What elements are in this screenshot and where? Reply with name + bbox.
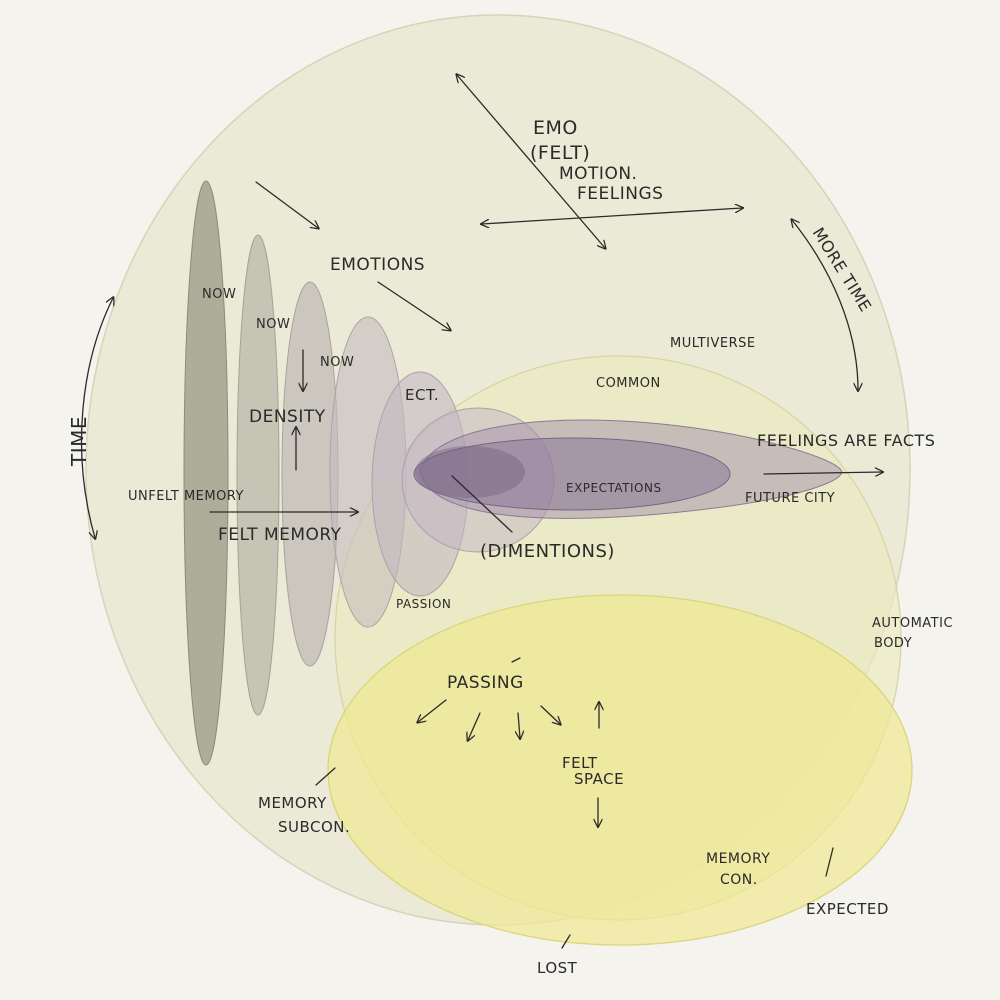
passing-arrow-2 xyxy=(468,712,481,740)
label-now-1: NOW xyxy=(202,287,236,302)
feelings-facts-arrow xyxy=(763,472,882,474)
label-now-2: NOW xyxy=(256,317,290,332)
label-body: BODY xyxy=(874,636,912,651)
yellow-sphere xyxy=(327,594,913,946)
label-emo: EMO xyxy=(533,117,578,139)
label-expected: EXPECTED xyxy=(806,900,889,918)
label-felt-memory: FELT MEMORY xyxy=(218,525,342,545)
more-time-arrow xyxy=(792,220,858,390)
expected-tick xyxy=(825,847,834,877)
memory-subcon-tick xyxy=(315,767,336,786)
label-automatic: AUTOMATIC xyxy=(872,616,953,631)
label-passing: PASSING xyxy=(447,673,524,693)
label-passion: PASSION xyxy=(396,597,451,611)
label-memory-subcon-2: SUBCON. xyxy=(278,818,350,836)
label-memory-subcon-1: MEMORY xyxy=(258,794,327,812)
emotions-arrow-bottom xyxy=(377,281,450,330)
feelings-arrow-horizontal xyxy=(482,208,742,224)
label-common: COMMON xyxy=(596,376,661,391)
time-slice-1 xyxy=(183,180,229,766)
label-memory-con-2: CON. xyxy=(720,872,758,888)
label-now-3: NOW xyxy=(320,355,354,370)
dimentions-pointer xyxy=(451,475,513,533)
passing-arrow-4 xyxy=(540,705,560,724)
passing-tick xyxy=(511,657,521,663)
lost-tick xyxy=(561,934,571,949)
label-dimentions: (DIMENTIONS) xyxy=(480,541,615,562)
passing-arrow-3 xyxy=(518,712,520,738)
time-arrow xyxy=(80,298,113,538)
expectations-core-dark xyxy=(415,446,525,498)
expectations-core xyxy=(413,437,731,511)
label-unfelt-memory: UNFELT MEMORY xyxy=(128,489,244,504)
label-multiverse: MULTIVERSE xyxy=(670,336,756,351)
label-time: TIME xyxy=(67,416,91,467)
label-lost: LOST xyxy=(537,959,578,977)
label-emotions: EMOTIONS xyxy=(330,255,425,275)
emotions-arrow-top xyxy=(255,181,318,228)
label-motion: MOTION. xyxy=(559,164,637,184)
label-future-city: FUTURE CITY xyxy=(745,491,835,506)
label-space: SPACE xyxy=(574,770,624,788)
label-felt-paren: (FELT) xyxy=(530,142,590,164)
label-expectations: EXPECTATIONS xyxy=(566,481,662,495)
label-feelings: FEELINGS xyxy=(577,184,663,204)
label-feelings-are-facts: FEELINGS ARE FACTS xyxy=(757,431,935,450)
label-memory-con-1: MEMORY xyxy=(706,851,770,867)
label-density: DENSITY xyxy=(249,407,326,427)
time-slice-2 xyxy=(236,234,280,716)
label-felt: FELT xyxy=(562,754,598,772)
label-ect: ECT. xyxy=(405,386,439,404)
passing-arrow-1 xyxy=(418,699,447,722)
